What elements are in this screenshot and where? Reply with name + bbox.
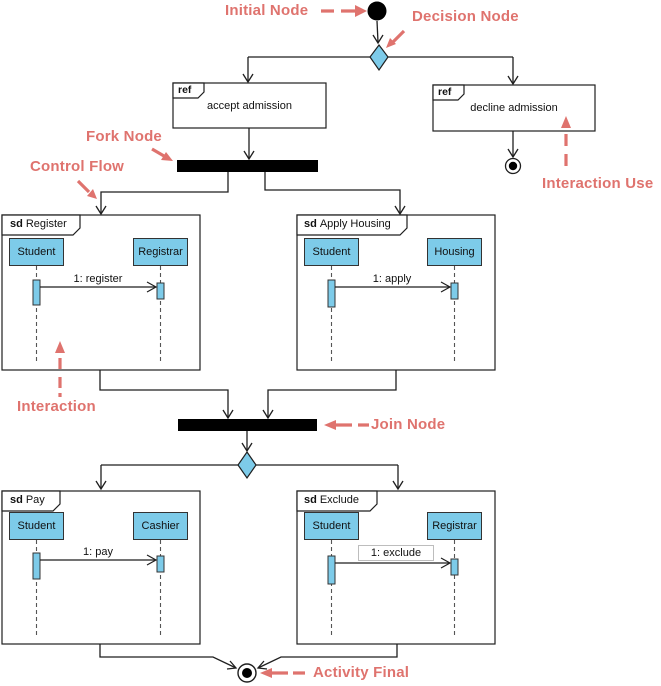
initial-node-label: Initial Node [225, 2, 309, 19]
sd-keyword: sd [304, 218, 317, 230]
ref-tab [172, 82, 205, 99]
ref-decline-admission-title: decline admission [470, 102, 558, 114]
frame-name: Register [25, 218, 67, 230]
initial-node[interactable] [367, 1, 387, 21]
merge-node[interactable] [237, 450, 257, 480]
activation-bars[interactable] [32, 279, 459, 585]
join-node-label: Join Node [371, 416, 446, 433]
control-flow-pointer [76, 179, 97, 199]
message-arrows[interactable] [40, 281, 452, 569]
fork-node-label: Fork Node [86, 128, 162, 145]
lifeline-register-registrar[interactable]: Registrar [133, 238, 188, 266]
fork-node[interactable] [177, 160, 318, 172]
frame-tab [1, 214, 81, 236]
frame-tab [1, 490, 61, 512]
message-exclude[interactable]: 1: exclude [358, 545, 434, 561]
initial-node-pointer [321, 5, 367, 17]
activity-final-node[interactable] [237, 663, 257, 683]
fork-node-pointer [151, 147, 173, 161]
lifeline-pay-cashier[interactable]: Cashier [133, 512, 188, 540]
lifeline-pay-student[interactable]: Student [9, 512, 64, 540]
sd-keyword: sd [304, 494, 317, 506]
decision-node[interactable] [369, 44, 389, 72]
message-apply[interactable]: 1: apply [372, 273, 412, 285]
interaction-label: Interaction [17, 398, 96, 415]
interaction-use-accept-box[interactable] [172, 82, 327, 129]
activity-final-label: Activity Final [313, 664, 410, 681]
lifeline-housing-housing[interactable]: Housing [427, 238, 482, 266]
control-flow-label: Control Flow [30, 158, 125, 175]
frame-tab [296, 214, 408, 236]
lifeline-housing-student[interactable]: Student [304, 238, 359, 266]
ref-accept-admission-title: accept admission [207, 99, 292, 112]
lifeline-register-student[interactable]: Student [9, 238, 64, 266]
decision-node-label: Decision Node [412, 8, 519, 25]
message-register[interactable]: 1: register [73, 273, 123, 285]
frame-name: Pay [25, 494, 45, 506]
annotation-arrows [55, 5, 571, 678]
frame-name: Apply Housing [319, 218, 391, 230]
sd-keyword: sd [10, 218, 23, 230]
lifeline-exclude-registrar[interactable]: Registrar [427, 512, 482, 540]
decision-node-pointer [386, 29, 406, 48]
ref-keyword: ref [178, 84, 192, 96]
lifeline-exclude-student[interactable]: Student [304, 512, 359, 540]
join-node-pointer [324, 420, 369, 430]
final-node[interactable] [504, 157, 522, 175]
message-pay[interactable]: 1: pay [83, 546, 113, 558]
interaction-use-label: Interaction Use [542, 175, 654, 192]
join-node[interactable] [178, 419, 317, 431]
frame-tab [296, 490, 378, 512]
ref-tab [432, 84, 465, 101]
control-flow-edges [95, 20, 519, 670]
interaction-use-pointer [561, 116, 571, 166]
activity-final-pointer [260, 668, 305, 678]
ref-keyword: ref [438, 86, 452, 98]
interaction-pointer [55, 341, 65, 397]
sd-keyword: sd [10, 494, 23, 506]
frame-name: Exclude [319, 494, 359, 506]
